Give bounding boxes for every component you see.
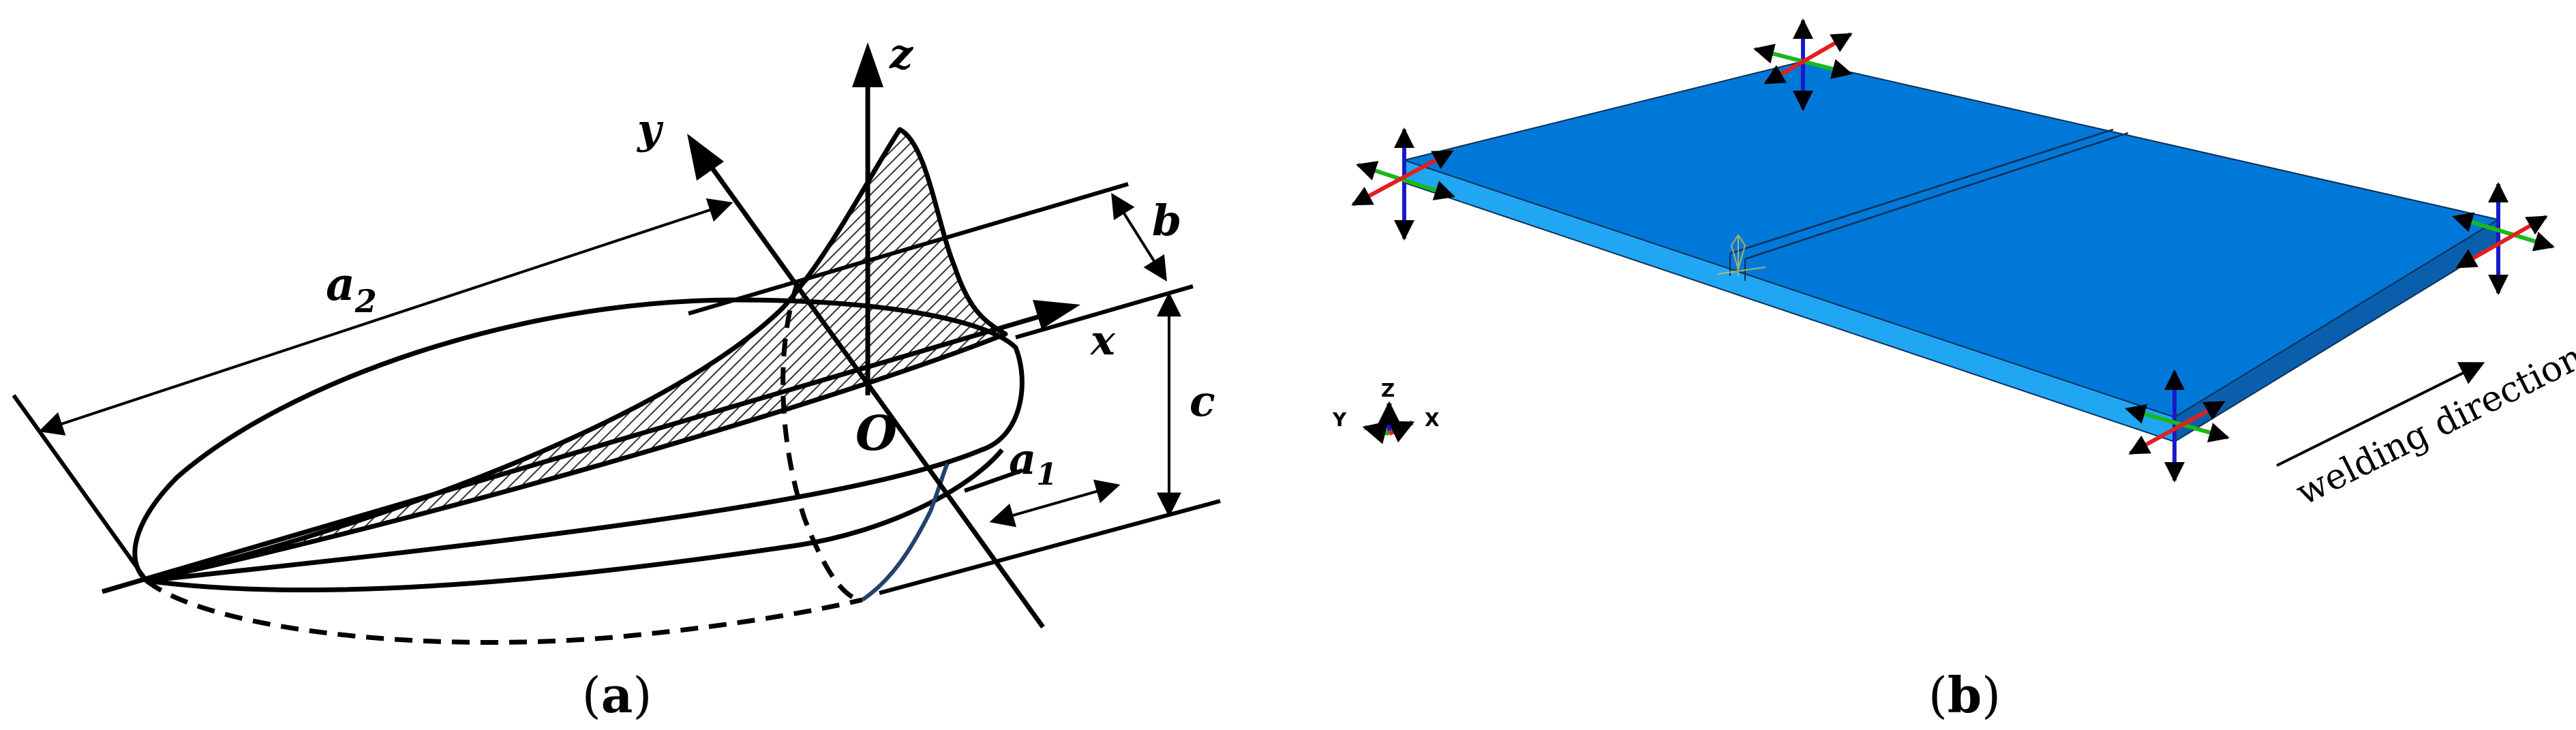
plate-front-face xyxy=(1404,160,2175,442)
dimension-label-a2: a2 xyxy=(326,258,377,320)
panel-a-caption: (a) xyxy=(582,666,652,724)
x-axis-arrowhead xyxy=(1033,300,1080,329)
axis-label-x: x xyxy=(1089,317,1116,365)
weld-seam-line-2 xyxy=(1744,132,2129,260)
dimension-label-a1: a1 xyxy=(1009,434,1057,492)
weld-seam-line-1 xyxy=(1729,128,2114,255)
guide-line-top xyxy=(688,182,1129,316)
y-axis-arrowhead xyxy=(687,134,724,181)
axis-label-y: y xyxy=(636,106,664,153)
boundary-triad-left xyxy=(1351,127,1455,241)
ellipsoid-upper-outline xyxy=(132,297,1025,583)
z-axis-arrowhead xyxy=(852,42,883,87)
rear-profile-curve xyxy=(861,462,950,602)
ellipsoid-hidden-bottom xyxy=(145,579,863,645)
plate-side-face xyxy=(2175,219,2498,442)
gaussian-distribution-surface xyxy=(144,127,1008,583)
boundary-triad-top xyxy=(1753,18,1853,111)
boundary-triad-bottom xyxy=(2125,369,2230,483)
boundary-triad-right xyxy=(2452,182,2555,295)
ellipsoid-hidden-section xyxy=(781,282,863,603)
coordinate-triad-legend: Z Y X xyxy=(1332,379,1440,444)
y-axis-line xyxy=(707,162,1045,629)
plate-top-face xyxy=(1404,61,2498,417)
panel-b-plate-model: Z Y X welding direction (b) xyxy=(1332,18,2576,724)
guide-line-a2-left xyxy=(12,394,149,582)
x-axis-line xyxy=(102,311,1050,594)
welding-direction-arrow xyxy=(2276,362,2485,467)
dimension-label-c: c xyxy=(1189,376,1215,426)
dimension-label-b: b xyxy=(1152,196,1181,245)
welding-direction-label: welding direction xyxy=(2290,337,2576,514)
origin-label: O xyxy=(855,405,897,461)
triad-label-x: X xyxy=(1425,408,1440,431)
heat-source-marker xyxy=(1717,234,1766,276)
panel-b-caption: (b) xyxy=(1928,666,2001,724)
triad-label-z: Z xyxy=(1381,379,1395,401)
panel-a-heat-source-diagram: z y x O a2 b c a1 (a) xyxy=(12,31,1221,724)
triad-label-y: Y xyxy=(1332,408,1347,431)
dimension-b-arrow xyxy=(1111,192,1167,282)
dimension-a1-arrow xyxy=(989,479,1121,528)
axis-label-z: z xyxy=(889,31,914,78)
dimension-a2-arrow xyxy=(38,198,733,436)
